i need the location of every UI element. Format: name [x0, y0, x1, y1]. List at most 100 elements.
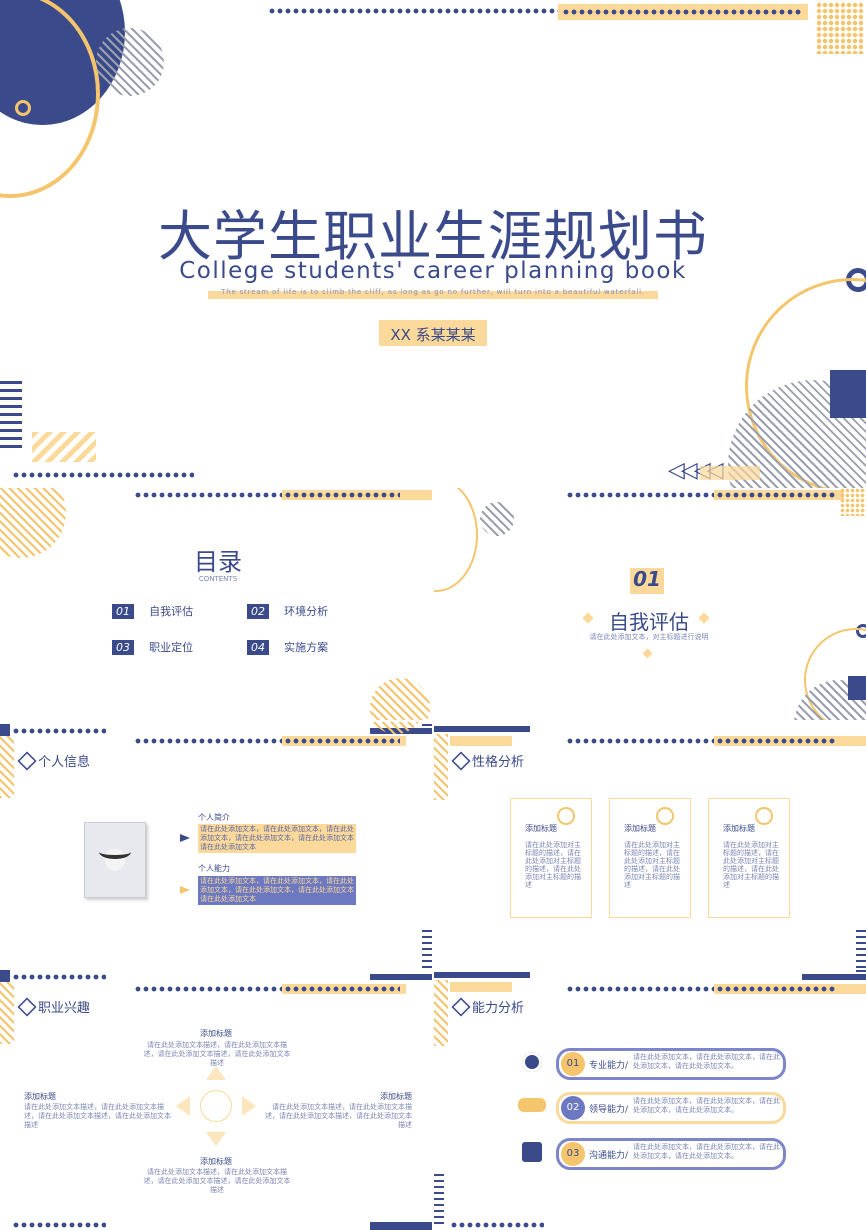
dot-grid-decoration — [840, 488, 866, 516]
navy-bar-decoration — [802, 974, 866, 980]
cover-title: 大学生职业生涯规划书 — [158, 205, 708, 268]
diagram-center-circle — [200, 1090, 232, 1122]
magnifier-icon — [557, 807, 575, 825]
toc-item-4[interactable]: 04 实施方案 — [247, 636, 328, 655]
dotted-line-decoration — [134, 738, 284, 744]
ability-slide: 能力分析 01 专业能力/ 请在此处添加文本，请在此处添加文本，请在此处添加文本… — [434, 968, 866, 1230]
dotted-line-decoration — [134, 986, 284, 992]
intro-label: 个人简介 — [198, 813, 230, 822]
toc-label: 自我评估 — [149, 605, 194, 618]
toc-label: 职业定位 — [149, 641, 194, 654]
navy-square-decoration — [848, 676, 866, 700]
ability-text: 请在此处添加文本，请在此处添加文本，请在此处添加文本，请在此处添加文本。 — [633, 1053, 780, 1070]
navy-bar-decoration — [434, 972, 530, 978]
toc-item-3[interactable]: 03 职业定位 — [112, 636, 193, 655]
compass-diagram — [176, 1066, 256, 1146]
dotted-line-decoration — [716, 492, 836, 498]
card-heading: 添加标题 — [624, 824, 656, 833]
navy-square-decoration — [0, 970, 10, 982]
ability-text: 请在此处添加文本，请在此处添加文本，请在此处添加文本，请在此处添加文本。 — [633, 1097, 780, 1114]
yellow-bar-decoration — [700, 466, 760, 480]
card-body: 请在此处添加对主标题的描述，请在此处添加对主标题的描述，请在此处添加对主标题的描… — [723, 841, 779, 889]
ability-item-2[interactable]: 02 领导能力/ 请在此处添加文本，请在此处添加文本，请在此处添加文本，请在此处… — [556, 1092, 786, 1124]
personality-card-2[interactable]: 添加标题 请在此处添加对主标题的描述，请在此处添加对主标题的描述，请在此处添加对… — [609, 798, 691, 918]
personal-title: 个人信息 — [38, 755, 91, 770]
toc-slide: 目录 CONTENTS 01 自我评估 02 环境分析 03 职业定位 04 实… — [0, 488, 432, 720]
dotted-row-decoration — [450, 1222, 544, 1228]
dotted-line-decoration — [134, 492, 284, 498]
striped-yellow-bar — [434, 734, 448, 800]
navy-bar-decoration — [370, 1222, 432, 1230]
diamond-icon — [582, 612, 594, 624]
horn-icon — [99, 845, 131, 859]
gear-icon — [522, 1052, 542, 1072]
cover-author: XX 系某某某 — [390, 326, 476, 344]
zigzag-yellow-decoration — [32, 432, 96, 462]
people-chat-icon — [522, 1142, 542, 1162]
ability-label: 领导能力/ — [589, 1105, 629, 1115]
toc-title: 目录 — [194, 548, 242, 576]
author-badge — [379, 320, 487, 346]
cover-slide: 大学生职业生涯规划书 College students' career plan… — [0, 0, 866, 488]
striped-circle-decoration — [370, 678, 430, 720]
dotted-row-decoration — [12, 974, 106, 980]
card-body: 请在此处添加对主标题的描述，请在此处添加对主标题的描述，请在此处添加对主标题的描… — [624, 841, 680, 889]
cover-tagline: The stream of life is to climb the cliff… — [221, 288, 645, 296]
yellow-arc-decoration — [434, 488, 478, 592]
toc-subtitle: CONTENTS — [198, 575, 238, 583]
ability-num: 01 — [561, 1052, 585, 1076]
dotted-line-decoration — [566, 492, 716, 498]
cube-icon — [451, 751, 471, 771]
ability-label: 沟通能力/ — [589, 1151, 629, 1161]
navy-bar-decoration — [434, 726, 530, 732]
toc-item-2[interactable]: 02 环境分析 — [247, 600, 328, 619]
arrow-down-icon — [206, 1132, 226, 1146]
cover-subtitle-en: College students' career planning book — [179, 258, 687, 284]
section-desc: 请在此处添加文本，对主标题进行说明 — [589, 633, 709, 641]
toc-item-1[interactable]: 01 自我评估 — [112, 600, 193, 619]
zigzag-decoration — [0, 378, 22, 448]
dotted-line-decoration — [284, 986, 400, 992]
arrow-up-icon — [206, 1066, 226, 1080]
card-body: 请在此处添加对主标题的描述，请在此处添加对主标题的描述，请在此处添加对主标题的描… — [525, 841, 581, 889]
arrow-left-icon — [176, 1096, 190, 1116]
arrow-right-icon — [242, 1096, 256, 1116]
interest-title: 职业兴趣 — [38, 1001, 91, 1016]
zigzag-decoration — [422, 722, 432, 726]
navy-bar-decoration — [370, 974, 432, 980]
yellow-bar-decoration — [450, 982, 512, 992]
ability-item-3[interactable]: 03 沟通能力/ 请在此处添加文本，请在此处添加文本，请在此处添加文本，请在此处… — [556, 1138, 786, 1170]
ability-title: 能力分析 — [472, 1001, 525, 1016]
dotted-line-decoration — [562, 9, 802, 15]
dotted-row-decoration — [12, 728, 106, 734]
magnifier-icon — [755, 807, 773, 825]
striped-yellow-bar — [434, 980, 448, 1046]
interest-top-body: 请在此处添加文本描述，请在此处添加文本描述，请在此处添加文本描述，请在此处添加文… — [143, 1041, 291, 1067]
ability-label: 个人能力 — [198, 864, 230, 873]
dotted-line-decoration — [284, 492, 400, 498]
dot-grid-decoration — [816, 2, 864, 54]
interest-top-heading: 添加标题 — [200, 1029, 232, 1038]
personality-card-1[interactable]: 添加标题 请在此处添加对主标题的描述，请在此处添加对主标题的描述，请在此处添加对… — [510, 798, 592, 918]
interest-bottom-heading: 添加标题 — [200, 1157, 232, 1166]
striped-circle-decoration — [96, 28, 164, 96]
intro-text: 请在此处添加文本，请在此处添加文本，请在此处添加文本，请在此处添加文本，请在此处… — [198, 824, 356, 853]
toc-num: 03 — [112, 640, 134, 655]
personality-title: 性格分析 — [472, 755, 525, 770]
card-heading: 添加标题 — [525, 824, 557, 833]
yellow-bar-decoration — [450, 736, 512, 746]
interest-right-heading: 添加标题 — [380, 1092, 412, 1101]
ability-item-1[interactable]: 01 专业能力/ 请在此处添加文本，请在此处添加文本，请在此处添加文本，请在此处… — [556, 1048, 786, 1080]
ability-label: 专业能力/ — [589, 1061, 629, 1071]
dotted-line-decoration — [566, 986, 716, 992]
card-heading: 添加标题 — [723, 824, 755, 833]
toc-label: 实施方案 — [284, 641, 329, 654]
personal-info-slide: 个人信息 个人简介 请在此处添加文本，请在此处添加文本，请在此处添加文本，请在此… — [0, 722, 432, 968]
striped-yellow-circle — [0, 488, 66, 558]
toc-num: 01 — [112, 604, 134, 619]
arrow-icon — [180, 886, 190, 894]
dotted-line-decoration — [716, 738, 836, 744]
personality-card-3[interactable]: 添加标题 请在此处添加对主标题的描述，请在此处添加对主标题的描述，请在此处添加对… — [708, 798, 790, 918]
striped-yellow-bar — [0, 982, 14, 1044]
navy-square-decoration — [0, 724, 10, 736]
